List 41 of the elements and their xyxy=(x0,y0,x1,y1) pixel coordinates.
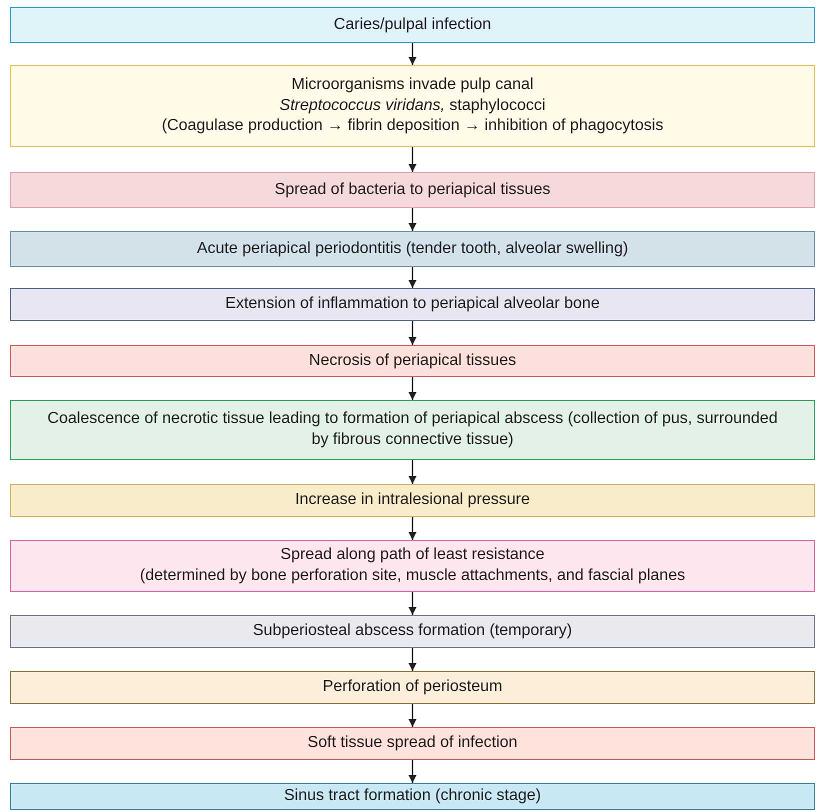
arrow xyxy=(408,760,416,783)
step-text: Acute periapical periodontitis (tender tooth, alveolar swelling) xyxy=(196,238,628,259)
step-text: Increase in intralesional pressure xyxy=(295,490,530,510)
arrow xyxy=(408,43,416,65)
arrow xyxy=(408,648,416,671)
arrow xyxy=(408,321,416,345)
step-text: Spread of bacteria to periapical tissues xyxy=(274,180,550,200)
arrow xyxy=(408,460,416,484)
process-box xyxy=(10,727,815,760)
arrow xyxy=(408,517,416,540)
process-box xyxy=(10,615,815,648)
arrow xyxy=(408,704,416,727)
step-text: Perforation of periosteum xyxy=(322,677,502,698)
step-text: Subperiosteal abscess formation (temporary) xyxy=(252,621,572,642)
step-text: Soft tissue spread of infection xyxy=(308,733,518,754)
step-text: Sinus tract formation (chronic stage) xyxy=(284,786,541,806)
step-text: (Coagulase production → fibrin deposition → inhibition of phagocytosis xyxy=(162,116,664,136)
step-text: Extension of inflammation to periapical alveolar bone xyxy=(225,294,600,314)
process-box xyxy=(10,540,815,592)
step-text: Coalescence of necrotic tissue leading to formation of periapical abscess (collection of pus, surrounded by fibrous connective tissue) xyxy=(46,409,779,450)
process-box xyxy=(10,65,815,147)
step-text: Spread along path of least resistance xyxy=(280,545,545,566)
step-text: Streptococcus viridans, staphylococci xyxy=(280,96,546,116)
step-text: Caries/pulpal infection xyxy=(334,14,492,35)
process-box xyxy=(10,484,815,517)
step-text: Microorganisms invade pulp canal xyxy=(292,74,534,95)
arrow xyxy=(408,147,416,172)
process-box xyxy=(10,783,815,810)
step-text: Necrosis of periapical tissues xyxy=(308,350,516,371)
process-box xyxy=(10,172,815,208)
arrow xyxy=(408,377,416,400)
arrow xyxy=(408,267,416,288)
process-box xyxy=(10,400,815,460)
process-box xyxy=(10,231,815,267)
process-box xyxy=(10,671,815,704)
arrow xyxy=(408,592,416,615)
process-box xyxy=(10,288,815,321)
process-box xyxy=(10,345,815,377)
step-text: (determined by bone perforation site, muscle attachments, and fascial planes xyxy=(140,566,686,586)
process-box xyxy=(10,7,815,43)
arrow xyxy=(408,208,416,231)
